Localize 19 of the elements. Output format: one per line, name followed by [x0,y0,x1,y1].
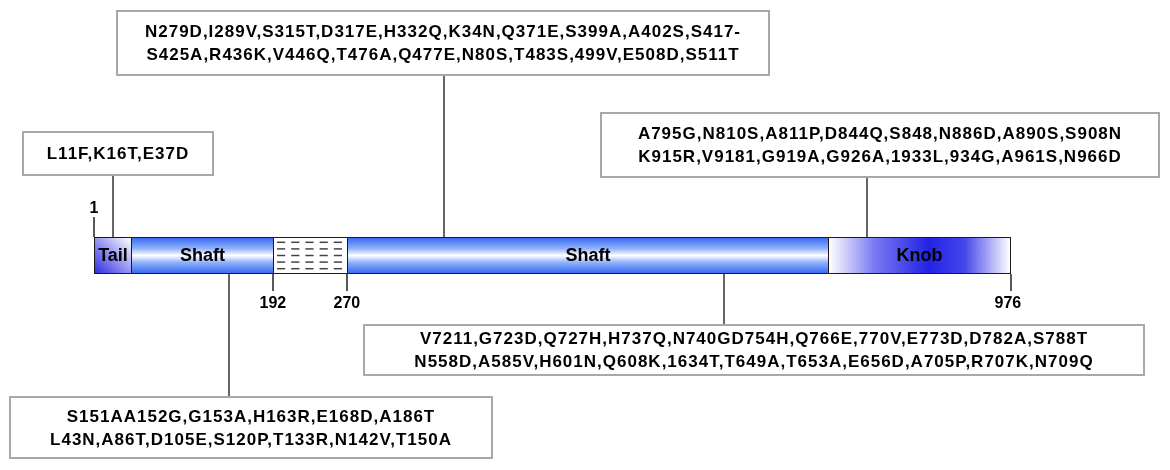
hatched-segment [273,237,348,274]
residue-number: 192 [259,294,287,312]
residue-number: 976 [994,294,1022,312]
callout-box: S151AA152G,G153A,H163R,E168D,A186T L43N,A86T,D105E,S120P,T133R,N142V,T150A [9,396,493,459]
callout-box: A795G,N810S,A811P,D844Q,S848,N886D,A890S,S908N K915R,V9181,G919A,G926A,1933L,934G,A961S,N966D [600,112,1160,178]
callout-box: L11F,K16T,E37D [22,131,214,176]
leader-line [723,273,725,325]
callout-box: N279D,I289V,S315T,D317E,H332Q,K34N,Q371E,S399A,A402S,S417- S425A,R436K,V446Q,T476A,Q477E,N80S,T483S,499V,E508D,S511T [116,10,770,76]
callout-box: V7211,G723D,Q727H,H737Q,N740GD754H,Q766E,770V,E773D,D782A,S788T N558D,A585V,H601N,Q608K,1634T,T649A,T653A,E656D,A705P,R707K,N709Q [363,324,1145,376]
residue-number: 270 [333,294,361,312]
leader-line [112,175,114,238]
leader-line [443,75,445,238]
leader-line [228,273,230,397]
leader-line [866,177,868,238]
shaft-segment: Shaft [347,237,829,274]
shaft-segment: Shaft [131,237,274,274]
tail-segment: Tail [94,237,132,274]
knob-segment: Knob [828,237,1011,274]
residue-number: 1 [89,199,99,217]
